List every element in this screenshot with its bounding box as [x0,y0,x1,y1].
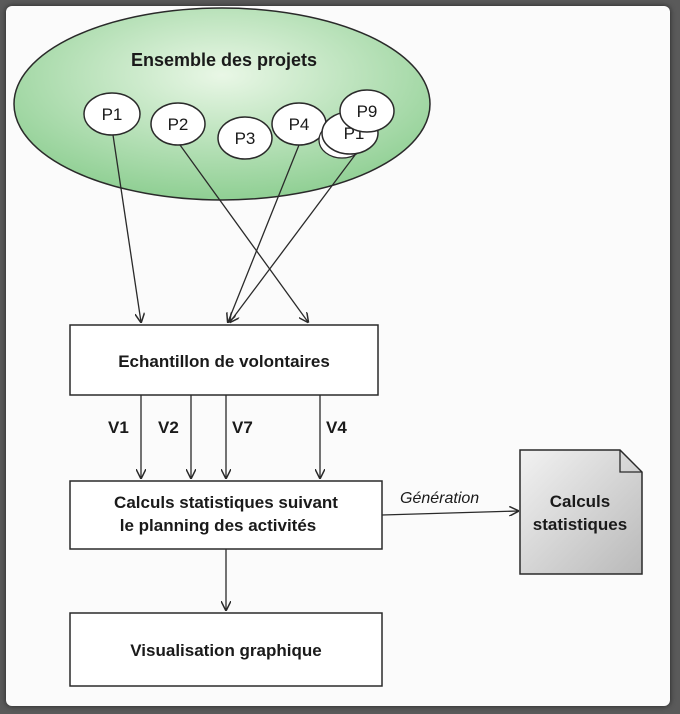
visualisation-box: Visualisation graphique [69,612,383,687]
arrow-p1 [112,134,141,322]
visualisation-label: Visualisation graphique [130,641,321,660]
project-node-p3: P3 [217,116,273,160]
calculs-box: Calculs statistiques suivant le planning… [69,480,383,550]
project-node-p1: P1 [83,92,141,136]
arrow-p4 [228,144,300,322]
project-arrows [112,134,356,322]
project-node-p4: P4 [271,102,327,146]
arrow-p9 [230,154,356,322]
echantillon-label: Echantillon de volontaires [118,352,330,371]
volunteer-arrows [141,395,320,478]
document-label-line2: statistiques [533,515,627,534]
arrow-p2 [179,144,308,322]
project-label: P3 [235,129,256,148]
project-label: P1 [102,105,123,124]
project-label: P9 [357,102,378,121]
calculs-label-line1: Calculs statistiques suivant [114,493,338,512]
statistics-document: Calculs statistiques [519,449,643,575]
echantillon-box: Echantillon de volontaires [69,324,379,396]
project-label: P4 [289,115,310,134]
volunteer-label-v4: V4 [326,418,347,437]
volunteer-label-v2: V2 [158,418,179,437]
generation-arrow [381,511,518,515]
volunteer-label-v1: V1 [108,418,129,437]
calculs-label-line2: le planning des activités [120,516,317,535]
project-node-stack: P1 P9 [318,89,395,159]
project-node-p2: P2 [150,102,206,146]
project-label: P2 [168,115,189,134]
project-set-title: Ensemble des projets [131,50,317,70]
document-label-line1: Calculs [550,492,610,511]
volunteer-label-v7: V7 [232,418,253,437]
generation-label: Génération [400,490,479,507]
